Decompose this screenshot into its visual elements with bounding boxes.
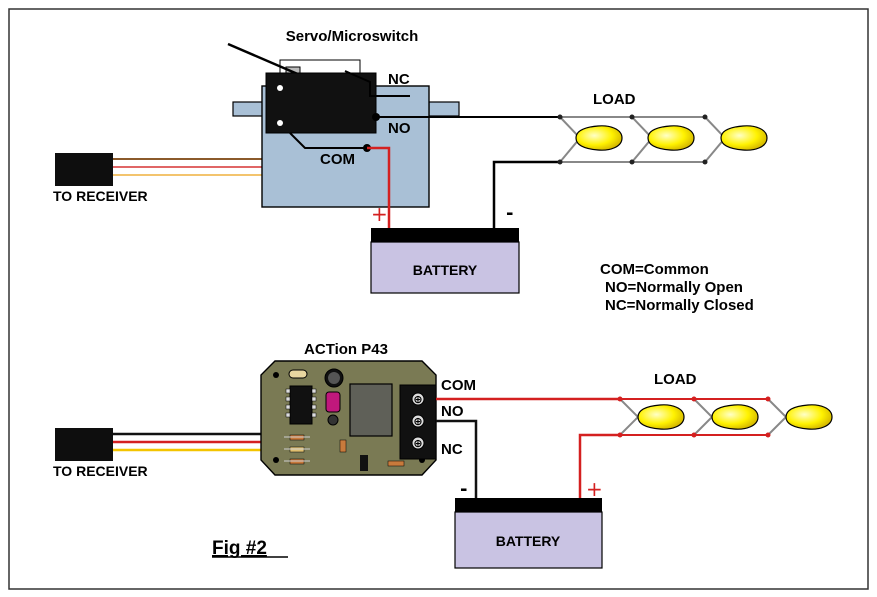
- bottom-circuit: ⊕ ⊕ ⊕ ACTion P43 COM: [53, 341, 833, 569]
- abbreviation-legend: COM=Common NO=Normally Open NC=Normally …: [600, 261, 754, 314]
- bottom-wire-no-black: [436, 419, 478, 498]
- top-wire-red-com: [367, 146, 391, 228]
- bottom-load-ladder: [617, 396, 833, 438]
- top-plus-sign: +: [371, 202, 388, 226]
- bottom-wire-plus-red: [578, 433, 620, 498]
- top-nc-label: NC: [388, 71, 410, 88]
- top-no-label: NO: [388, 120, 411, 137]
- top-minus-sign: -: [506, 203, 513, 224]
- top-lamp-2: [647, 125, 695, 151]
- top-circuit: Servo/Microswitch NC NO COM TO RECEIVER …: [53, 28, 768, 294]
- switch-lever: [227, 42, 301, 77]
- top-battery: [370, 228, 520, 294]
- nc-terminal-wire: [344, 70, 410, 97]
- no-terminal: [372, 113, 380, 121]
- top-wire-black-minus: [492, 160, 560, 228]
- com-terminal-wire: [289, 132, 367, 149]
- legend-line-com: COM=Common: [600, 261, 709, 278]
- top-receiver-label: TO RECEIVER: [53, 188, 148, 204]
- bottom-receiver-connector: [55, 428, 113, 461]
- top-load-label: LOAD: [593, 91, 636, 108]
- bottom-plus-sign: +: [586, 477, 603, 501]
- bottom-nc-label: NC: [441, 441, 463, 458]
- bottom-lamp-2: [711, 404, 759, 430]
- top-load-ladder: [557, 114, 768, 165]
- top-lamp-1: [575, 125, 623, 151]
- bottom-no-label: NO: [441, 403, 464, 420]
- svg-text:⊕: ⊕: [413, 394, 422, 406]
- bottom-minus-sign: -: [460, 479, 467, 500]
- microswitch: [227, 42, 377, 134]
- bottom-load-label: LOAD: [654, 371, 697, 388]
- legend-line-no: NO=Normally Open: [605, 279, 743, 296]
- svg-text:⊕: ⊕: [413, 438, 422, 450]
- bottom-title: ACTion P43: [304, 341, 388, 358]
- figure-label: Fig #2: [212, 538, 267, 559]
- action-p43-board: ⊕ ⊕ ⊕: [260, 360, 437, 476]
- bottom-com-label: COM: [441, 377, 476, 394]
- legend-line-nc: NC=Normally Closed: [605, 297, 754, 314]
- bottom-lamp-3: [785, 404, 833, 430]
- frame-border: [8, 8, 869, 590]
- bottom-receiver-label: TO RECEIVER: [53, 463, 148, 479]
- top-lamp-3: [720, 125, 768, 151]
- top-title: Servo/Microswitch: [286, 28, 419, 45]
- bottom-battery-label: BATTERY: [496, 533, 561, 549]
- top-receiver-connector: [55, 153, 113, 186]
- bottom-lamp-1: [637, 404, 685, 430]
- bottom-battery: [454, 498, 603, 569]
- top-battery-label: BATTERY: [413, 262, 478, 278]
- top-com-label: COM: [320, 151, 355, 168]
- svg-text:⊕: ⊕: [413, 416, 422, 428]
